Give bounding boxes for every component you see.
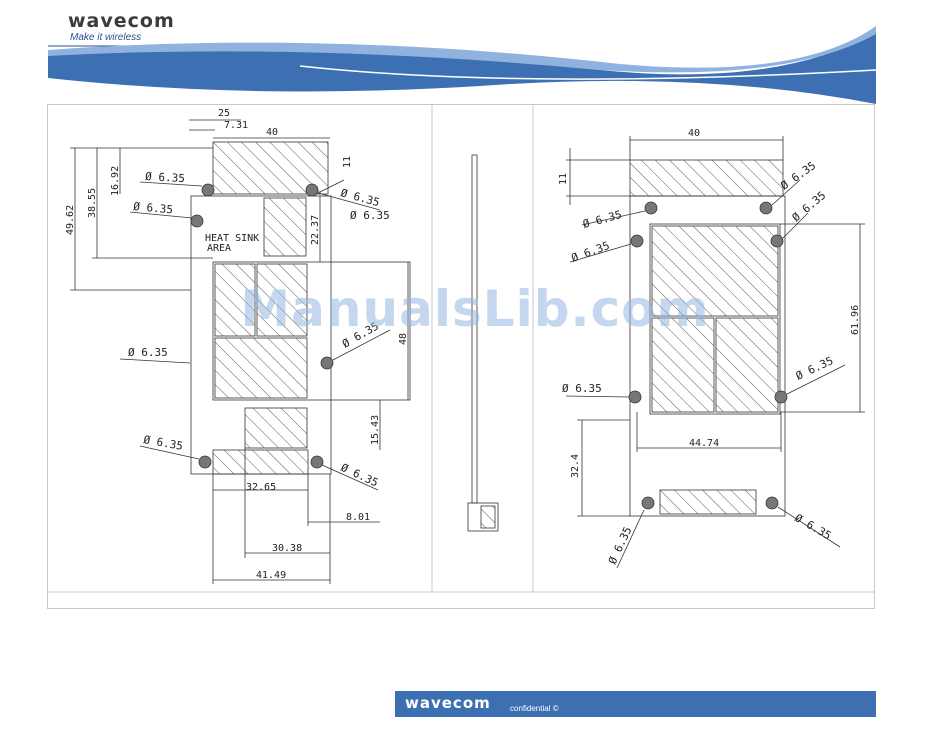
dim-30-38: 30.38	[272, 543, 302, 554]
hole-label-l2: Ø 6.35	[133, 200, 174, 216]
hole-label-r5: Ø 6.35	[562, 382, 602, 395]
right-hole-7	[642, 497, 654, 509]
dim-25: 25	[218, 108, 230, 119]
dim-38-55: 38.55	[87, 188, 98, 218]
hole-label-r7: Ø 6.35	[606, 525, 635, 567]
hole-label-l7: Ø 6.35	[142, 433, 183, 453]
dim-40-left: 40	[266, 127, 278, 138]
left-bottom-connector	[213, 450, 308, 474]
dim-40-right: 40	[688, 128, 700, 139]
side-view	[468, 155, 498, 531]
dim-32-65: 32.65	[246, 482, 276, 493]
left-hole-5	[199, 456, 211, 468]
hole-label-r6: Ø 6.35	[794, 354, 836, 383]
hole-label-r8: Ø 6.35	[793, 511, 834, 542]
right-hole-4	[771, 235, 783, 247]
footer-logo: wavecom	[405, 694, 491, 712]
dim-32-4: 32.4	[570, 454, 581, 478]
hole-label-l8: Ø 6.35	[339, 461, 381, 490]
left-hole-6	[311, 456, 323, 468]
right-hole-3	[631, 235, 643, 247]
dim-22-37: 22.37	[310, 215, 321, 245]
hole-label-r1: Ø 6.35	[581, 208, 623, 231]
hole-label-l3: Ø 6.35	[339, 186, 381, 209]
hole-label-r2: Ø 6.35	[778, 159, 818, 192]
dim-41-49: 41.49	[256, 570, 286, 581]
hole-label-l4: Ø 6.35	[350, 209, 390, 222]
left-block-d	[245, 408, 307, 448]
right-hole-1	[645, 202, 657, 214]
dim-15-43: 15.43	[370, 415, 381, 445]
watermark: ManualsLib.com	[0, 280, 950, 338]
dim-11-right: 11	[558, 173, 569, 185]
right-hole-2	[760, 202, 772, 214]
dim-7-31: 7.31	[224, 120, 248, 131]
dim-8-01: 8.01	[346, 512, 370, 523]
dim-49-62: 49.62	[65, 205, 76, 235]
right-hole-5	[629, 391, 641, 403]
dim-16-92: 16.92	[110, 166, 121, 196]
hole-label-l1: Ø 6.35	[145, 170, 185, 185]
footer-confidential: confidential ©	[510, 704, 559, 713]
dim-11-left: 11	[342, 156, 353, 168]
right-hole-8	[766, 497, 778, 509]
hole-label-r4: Ø 6.35	[790, 189, 829, 225]
hole-label-r3: Ø 6.35	[570, 239, 612, 265]
left-hole-1	[202, 184, 214, 196]
heat-sink-label-2: AREA	[207, 243, 231, 254]
left-block-c	[215, 338, 307, 398]
left-small-block	[264, 198, 306, 256]
left-hole-2	[306, 184, 318, 196]
right-bottom-connector	[660, 490, 756, 514]
hole-label-l6: Ø 6.35	[128, 346, 168, 359]
left-hole-4	[321, 357, 333, 369]
right-hole-6	[775, 391, 787, 403]
left-hole-3	[191, 215, 203, 227]
right-top-connector	[630, 160, 783, 196]
dim-44-74: 44.74	[689, 438, 719, 449]
